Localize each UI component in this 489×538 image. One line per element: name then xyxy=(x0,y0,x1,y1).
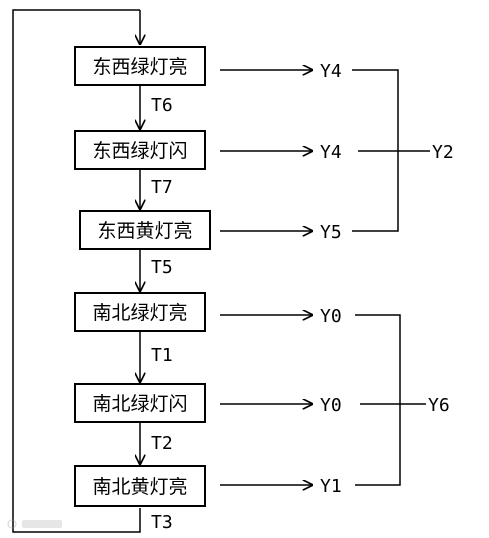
output-label-s5: Y0 xyxy=(320,395,342,416)
output-label-s2: Y4 xyxy=(320,142,342,163)
transition-label-t2: T2 xyxy=(151,433,173,454)
output-label-s6: Y1 xyxy=(320,476,342,497)
state-label: 南北绿灯闪 xyxy=(92,393,187,415)
transition-label-t6: T6 xyxy=(151,95,173,116)
state-box-s2: 东西绿灯闪 xyxy=(74,130,206,170)
group-label-y6: Y6 xyxy=(428,395,450,416)
state-box-s5: 南北绿灯闪 xyxy=(74,383,206,423)
transition-label-t5: T5 xyxy=(151,257,173,278)
output-label-s4: Y0 xyxy=(320,306,342,327)
state-label: 东西黄灯亮 xyxy=(97,220,192,242)
state-label: 东西绿灯闪 xyxy=(92,140,187,162)
output-label-s1: Y4 xyxy=(320,61,342,82)
output-label-s3: Y5 xyxy=(320,222,342,243)
state-label: 南北黄灯亮 xyxy=(92,476,187,498)
transition-label-t3: T3 xyxy=(151,512,173,533)
state-box-s4: 南北绿灯亮 xyxy=(74,292,206,332)
state-box-s1: 东西绿灯亮 xyxy=(74,46,206,86)
state-label: 东西绿灯亮 xyxy=(92,56,187,78)
transition-label-t7: T7 xyxy=(151,177,173,198)
state-label: 南北绿灯亮 xyxy=(92,302,187,324)
transition-label-t1: T1 xyxy=(151,345,173,366)
state-box-s3: 东西黄灯亮 xyxy=(79,210,211,250)
watermark-icon xyxy=(7,519,62,529)
group-label-y2: Y2 xyxy=(432,142,454,163)
loop-line xyxy=(12,9,141,533)
group-bracket-y6 xyxy=(355,314,426,486)
state-box-s6: 南北黄灯亮 xyxy=(74,465,206,507)
group-bracket-y2 xyxy=(352,69,430,232)
